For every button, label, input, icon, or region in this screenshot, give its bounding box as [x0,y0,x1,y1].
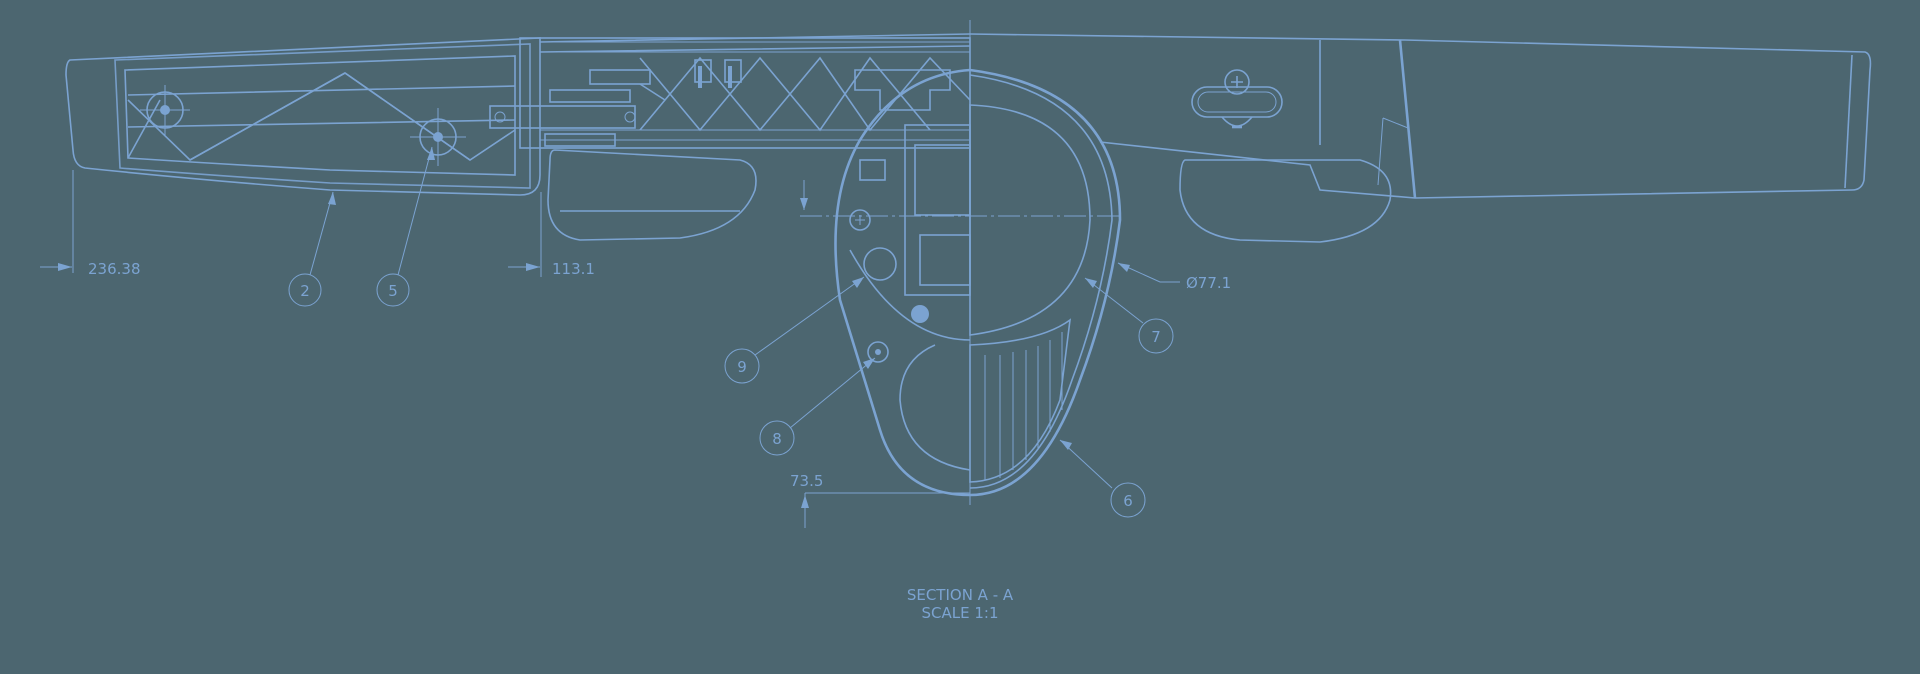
svg-text:8: 8 [772,430,782,448]
boss-right [410,108,466,166]
right-handle-exterior [969,33,1872,243]
dimension-label: 113.1 [552,260,595,278]
grip-section [800,20,1122,505]
dimension-236: 236.38 [40,170,141,278]
dimension-73: 73.5 [790,180,970,528]
balloon-9: 9 [724,276,865,384]
balloon-5: 5 [376,146,435,307]
left-pad [547,149,757,241]
balloon-2: 2 [288,191,336,307]
screw-slot [1191,69,1283,129]
left-handle-section [65,37,541,196]
balloon-7: 7 [1084,277,1174,354]
boss-left [140,85,190,135]
svg-text:2: 2 [300,282,310,300]
svg-text:5: 5 [388,282,398,300]
balloon-8: 8 [759,357,876,456]
dimension-label: Ø77.1 [1186,274,1231,292]
svg-text:9: 9 [737,358,747,376]
bolts [694,59,742,88]
view-scale: SCALE 1:1 [921,604,999,622]
svg-text:6: 6 [1123,492,1133,510]
dimension-113: 113.1 [508,192,595,278]
svg-text:7: 7 [1151,328,1161,346]
flutes [969,318,1072,483]
balloon-6: 6 [1059,439,1146,518]
dimension-label: 236.38 [88,260,141,278]
mechanism-section [489,33,971,149]
view-title: SECTION A - A [906,586,1014,604]
dimension-label: 73.5 [790,472,823,490]
dimension-dia77: Ø77.1 [1117,262,1231,292]
